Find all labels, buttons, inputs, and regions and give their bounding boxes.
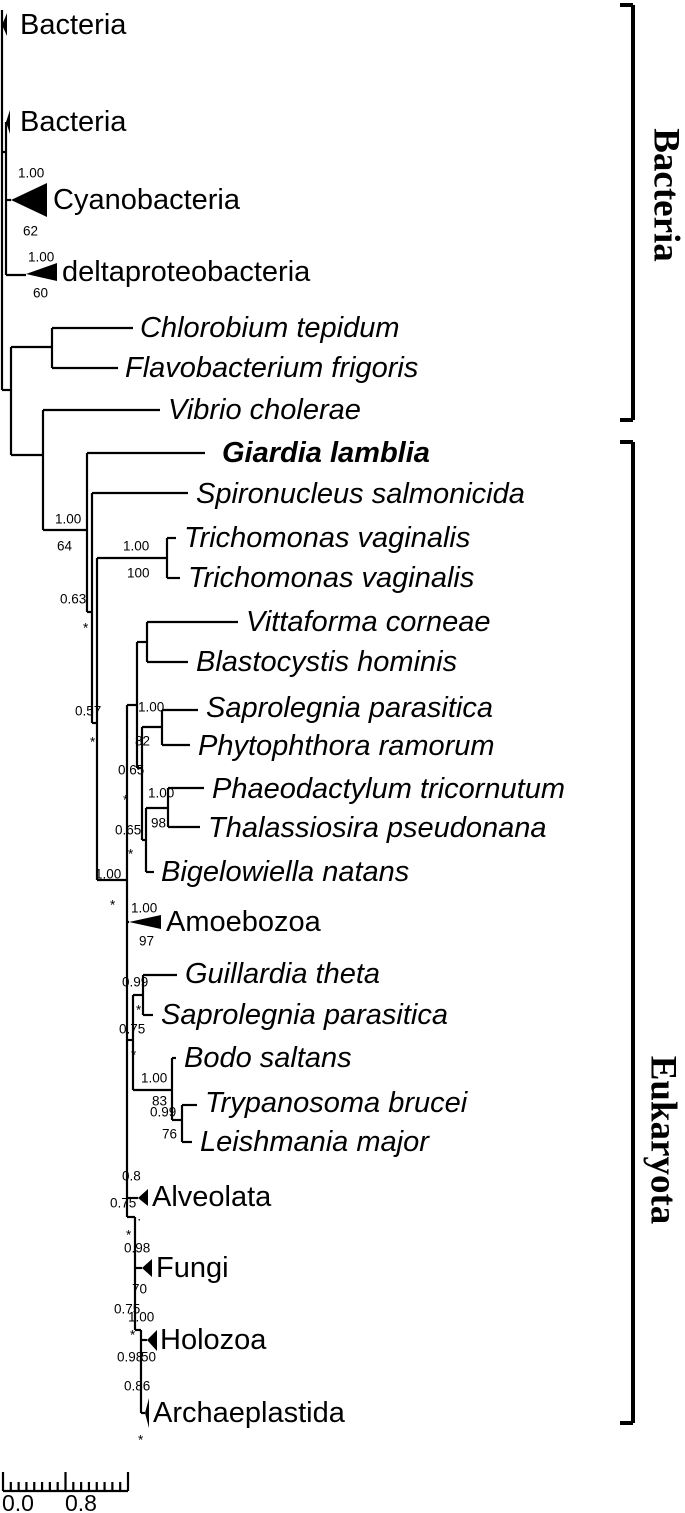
clade-triangle-alveolata <box>138 1189 148 1206</box>
scale-bar-label: 0.0 <box>2 1490 34 1513</box>
support-value: 0.99 <box>122 975 148 990</box>
support-value: * <box>123 793 129 808</box>
tip-label-vibrio-cholerae: Vibrio cholerae <box>168 394 361 426</box>
tip-label-holozoa: Holozoa <box>160 1324 267 1356</box>
tip-label-leishmania-major: Leishmania major <box>200 1126 430 1158</box>
support-value: 60 <box>33 286 48 301</box>
tip-label-chlorobium-tepidum: Chlorobium tepidum <box>140 312 400 344</box>
tip-label-bacteria-1: Bacteria <box>20 9 127 41</box>
support-value: 0.99 <box>150 1105 176 1120</box>
tip-label-blastocystis-hominis: Blastocystis hominis <box>196 646 457 678</box>
support-value: 0.65 <box>115 823 141 838</box>
support-value: 1.00 <box>131 901 157 916</box>
clade-triangle-cyanobacteria <box>11 183 47 217</box>
support-value: 0.86 <box>124 1379 150 1394</box>
support-value: 0.75 <box>114 1302 140 1317</box>
tip-label-alveolata: Alveolata <box>152 1181 272 1213</box>
support-value: 83 <box>152 1094 167 1109</box>
clade-triangle-bacteria-2 <box>6 110 10 134</box>
support-value: 0.98 <box>117 1350 143 1365</box>
tip-label-fungi: Fungi <box>156 1252 229 1284</box>
tip-label-archaeplastida: Archaeplastida <box>153 1397 346 1429</box>
tip-label-amoebozoa: Amoebozoa <box>166 906 322 938</box>
tip-label-bodo-saltans: Bodo saltans <box>184 1042 352 1074</box>
support-value: 98 <box>151 816 166 831</box>
support-value: 0.57 <box>75 704 101 719</box>
clade-triangle-deltaproteobacteria <box>26 263 57 281</box>
tip-label-trichomonas-vaginalis-1: Trichomonas vaginalis <box>184 522 470 554</box>
tip-label-spironucleus-salmonicida: Spironucleus salmonicida <box>196 478 525 510</box>
support-value: * <box>126 1228 132 1243</box>
support-value: 0.63 <box>60 592 86 607</box>
support-value: * <box>83 621 89 636</box>
tip-label-saprolegnia-parasitica-1: Saprolegnia parasitica <box>206 692 493 724</box>
tip-label-cyanobacteria: Cyanobacteria <box>53 184 241 216</box>
support-value: * <box>138 1433 144 1448</box>
tip-label-bigelowiella-natans: Bigelowiella natans <box>161 856 409 888</box>
scale-bar-label: 0.8 <box>65 1490 97 1513</box>
tip-label-saprolegnia-parasitica-2: Saprolegnia parasitica <box>161 999 448 1031</box>
support-value: 97 <box>139 934 154 949</box>
support-value: 50 <box>141 1350 156 1365</box>
bacteria-bracket-label: Bacteria <box>646 128 685 262</box>
clade-triangle-archaeplastida <box>145 1398 149 1428</box>
support-value: 1.00 <box>138 700 164 715</box>
tip-label-bacteria-2: Bacteria <box>20 106 127 138</box>
tip-label-guillardia-theta: Guillardia theta <box>185 958 380 990</box>
tip-label-phytophthora-ramorum: Phytophthora ramorum <box>198 730 495 762</box>
tip-label-trypanosoma-brucei: Trypanosoma brucei <box>205 1087 469 1119</box>
tip-label-flavobacterium-frigoris: Flavobacterium frigoris <box>125 352 418 384</box>
support-value: * <box>110 898 116 913</box>
support-value: 70 <box>132 1282 147 1297</box>
support-value: * <box>90 735 96 750</box>
support-value: 1.00 <box>55 512 81 527</box>
support-value: 0.65 <box>118 763 144 778</box>
tip-label-deltaproteobacteria: deltaproteobacteria <box>62 256 311 288</box>
support-value: * <box>128 847 134 862</box>
support-value: 62 <box>23 224 38 239</box>
support-value: 0.98 <box>124 1241 150 1256</box>
eukaryota-bracket-label: Eukaryota <box>643 1056 684 1225</box>
tip-label-giardia-lamblia: Giardia lamblia <box>222 437 430 469</box>
tip-label-thalassiosira-pseudonana: Thalassiosira pseudonana <box>208 812 547 844</box>
support-value: · <box>137 1212 142 1227</box>
support-value: 0.75 <box>119 1022 145 1037</box>
tip-label-phaeodactylum-tricornutum: Phaeodactylum tricornutum <box>212 773 565 805</box>
tip-label-vittaforma-corneae: Vittaforma corneae <box>246 606 491 638</box>
support-value: 1.00 <box>128 1310 154 1325</box>
support-value: 1.00 <box>18 166 44 181</box>
support-value: 100 <box>127 566 150 581</box>
support-value: 64 <box>57 539 73 554</box>
clade-triangle-bacteria-1 <box>2 13 7 36</box>
support-value: 76 <box>162 1127 177 1142</box>
support-value: * <box>131 1048 137 1063</box>
clade-triangle-amoebozoa <box>129 915 161 929</box>
clade-triangle-fungi <box>142 1259 152 1277</box>
clade-triangle-holozoa <box>147 1330 157 1351</box>
support-value: 1.00 <box>141 1071 167 1086</box>
support-value: 1.00 <box>123 539 149 554</box>
tip-label-trichomonas-vaginalis-2: Trichomonas vaginalis <box>188 562 474 594</box>
support-value: 1.00 <box>28 250 54 265</box>
support-value: * <box>136 1003 142 1018</box>
support-value: * <box>130 1328 136 1343</box>
support-value: 82 <box>135 734 150 749</box>
support-value: 0.8 <box>122 1169 141 1184</box>
support-value: 1.00 <box>148 786 174 801</box>
support-value: 1.00 <box>95 867 121 882</box>
support-value: 0.75 <box>110 1196 136 1211</box>
